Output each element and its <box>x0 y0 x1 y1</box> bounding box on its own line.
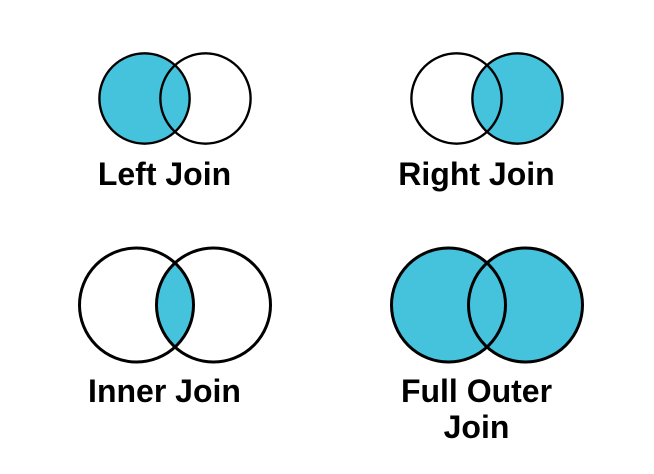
left-join-figure: Left Join <box>11 0 338 192</box>
right-circle-outline <box>158 52 252 145</box>
left-circle-outline <box>97 52 191 145</box>
inner-join-figure: Inner Join <box>11 192 338 474</box>
left-join-venn-diagram <box>97 52 252 145</box>
left-circle-outline <box>389 246 507 364</box>
full-outer-join-venn-diagram <box>389 246 584 364</box>
full-outer-join-figure: Full Outer Join <box>323 192 650 474</box>
right-join-venn-diagram <box>409 52 564 145</box>
right-join-figure: Right Join <box>323 0 650 192</box>
right-circle-outline <box>154 246 272 364</box>
right-join-label: Right Join <box>398 156 555 192</box>
inner-join-label: Inner Join <box>88 373 241 409</box>
left-join-label: Left Join <box>97 156 232 192</box>
left-circle-outline <box>409 52 503 145</box>
right-circle-outline <box>466 246 584 364</box>
right-circle-outline <box>470 52 564 145</box>
inner-join-venn-diagram <box>77 246 272 364</box>
left-circle-outline <box>77 246 195 364</box>
full-outer-join-label: Full Outer Join <box>400 373 553 445</box>
